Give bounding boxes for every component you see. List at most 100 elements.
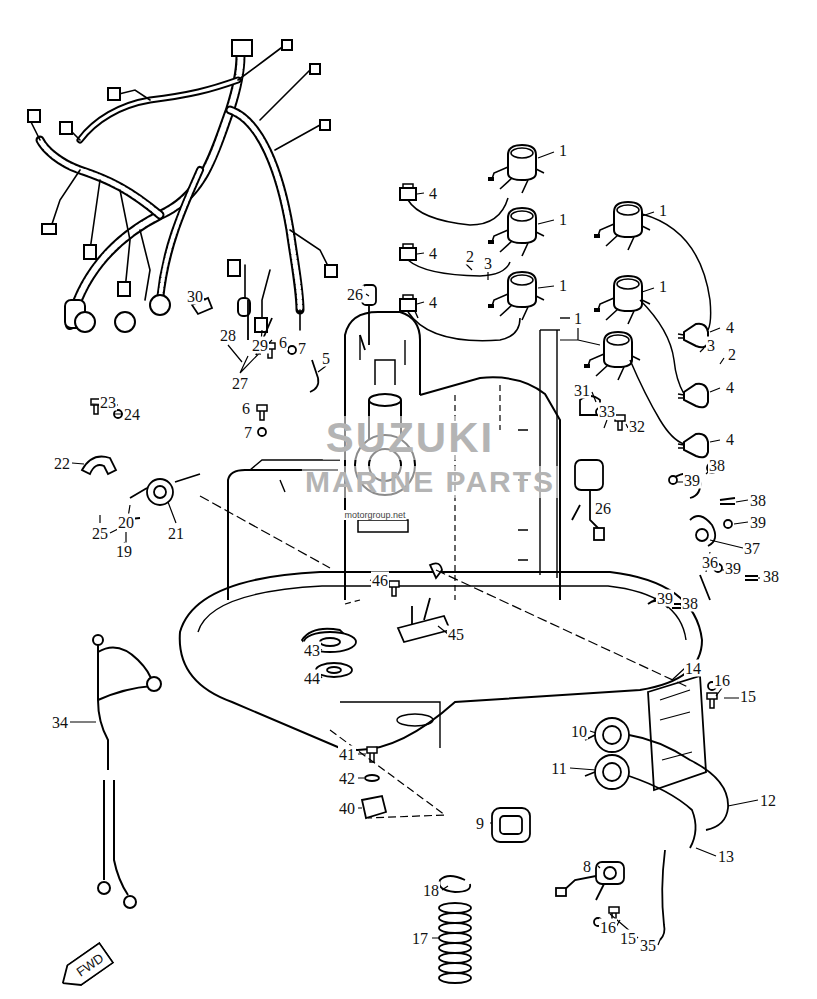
callout-number: 44 [303, 670, 321, 687]
callout-number: 1 [558, 211, 568, 228]
bottom-parts [302, 563, 450, 818]
leader-line [203, 294, 369, 373]
plug-cap [678, 434, 708, 458]
small-parts-left [310, 360, 318, 392]
high-tension-cord [540, 330, 557, 578]
arrow-shape [55, 943, 112, 993]
small-parts-left [258, 428, 266, 436]
bottom-cowling [340, 702, 440, 748]
callout-number: 32 [628, 418, 646, 435]
callout-number: 4 [428, 245, 438, 262]
relay-parts [660, 690, 692, 760]
callout-number: 2 [465, 248, 475, 265]
small-parts-left [130, 474, 200, 498]
callout-number: 1 [658, 202, 668, 219]
wire-harness [228, 260, 240, 276]
callout-number: 12 [759, 792, 777, 809]
relay-parts [556, 888, 566, 896]
small-parts-left [82, 457, 116, 475]
callout-number: 21 [167, 525, 185, 542]
battery-cable [98, 648, 152, 683]
callout-number: 10 [570, 723, 588, 740]
callout-number: 4 [428, 185, 438, 202]
callout-number: 26 [594, 500, 612, 517]
callout-number: 8 [582, 858, 592, 875]
wire-harness [230, 110, 300, 310]
callout-number: 40 [338, 800, 356, 817]
ignition-coil [488, 145, 544, 193]
wire-harness [28, 40, 337, 332]
callout-number: 38 [762, 568, 780, 585]
small-parts [690, 516, 715, 546]
callout-number: 46 [371, 572, 389, 589]
small-parts [615, 415, 625, 430]
callout-number: 29 [251, 337, 269, 354]
callout-number: 20 [117, 514, 135, 531]
relay-parts [500, 816, 522, 834]
callout-number: 11 [550, 760, 567, 777]
callout-number: 6 [241, 400, 251, 417]
leader-line [432, 668, 758, 945]
leader-line [345, 600, 360, 604]
callout-number: 15 [739, 688, 757, 705]
bottom-parts [430, 563, 442, 578]
ignition-coil [488, 145, 650, 380]
callout-number: 6 [278, 334, 288, 351]
small-parts-left [147, 479, 173, 505]
callout-number: 38 [708, 457, 726, 474]
wire-harness [108, 88, 120, 100]
engine-block [375, 360, 395, 385]
plug-cap [678, 384, 708, 408]
battery-cable [93, 635, 161, 908]
callout-number: 30 [186, 288, 204, 305]
relay-parts [604, 867, 616, 879]
direction-arrow: FWD [54, 942, 114, 995]
relay-parts [439, 876, 470, 892]
watermark: motorgroup.net [343, 510, 406, 520]
callout-number: 45 [447, 626, 465, 643]
small-parts [594, 528, 604, 540]
battery-cable [93, 635, 103, 645]
ignition-coil [594, 276, 650, 324]
leader-line [306, 580, 448, 678]
small-parts [575, 460, 603, 490]
relay-parts [439, 676, 728, 983]
plug-cap [400, 184, 416, 200]
high-tension-cord [560, 317, 570, 318]
bottom-parts [327, 667, 341, 673]
callout-number: 4 [725, 319, 735, 336]
callout-number: 37 [743, 540, 761, 557]
engine-block [228, 300, 560, 600]
leader-line [592, 392, 628, 428]
small-parts-left [248, 300, 272, 355]
callout-number: 16 [599, 919, 617, 936]
battery-cable [104, 780, 128, 895]
callout-number: 43 [303, 642, 321, 659]
bottom-parts [316, 663, 352, 677]
callout-number: 17 [411, 930, 429, 947]
leader-line [652, 470, 760, 606]
watermark: SUZUKI [323, 416, 497, 460]
callout-number: 23 [99, 394, 117, 411]
callout-number: 26 [346, 286, 364, 303]
small-parts-left [154, 486, 166, 498]
callout-number: 39 [724, 560, 742, 577]
wire-harness [230, 110, 300, 310]
battery-cable [98, 882, 110, 894]
relay-parts [439, 903, 471, 913]
relay-parts [439, 943, 471, 953]
leader-line [70, 152, 760, 945]
wire-harness [160, 170, 200, 300]
callout-number: 4 [428, 294, 438, 311]
small-parts [669, 476, 677, 484]
callout-number: 28 [219, 327, 237, 344]
leader-line [200, 496, 330, 568]
callout-number: 15 [619, 930, 637, 947]
callout-number: 14 [684, 660, 702, 677]
engine-block [358, 520, 408, 532]
wire-harness [70, 48, 241, 325]
wire-harness [80, 80, 238, 140]
relay-parts [562, 876, 604, 900]
bottom-parts [412, 598, 430, 624]
